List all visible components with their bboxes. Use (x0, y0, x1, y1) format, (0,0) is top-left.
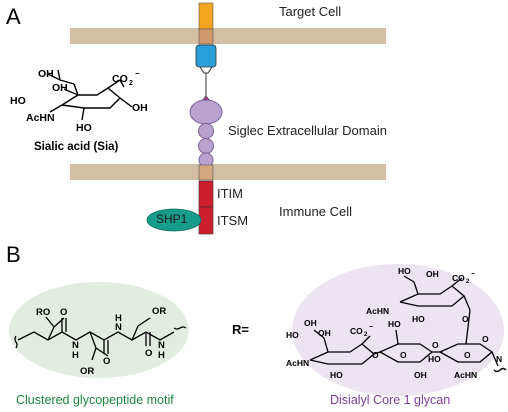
transmembrane-segment (198, 164, 214, 181)
sia-oh-top: OH (38, 68, 54, 80)
gl-ho-2: HO (286, 330, 299, 340)
glycopeptide-background (9, 282, 189, 378)
gl-oh-4: OH (414, 370, 427, 380)
shp1-ellipse (146, 208, 202, 232)
gl-achn-upper: AcHN (366, 306, 389, 316)
gp-n1: N (72, 340, 79, 351)
gl-oh-3: OH (318, 328, 331, 338)
glycan-structure (309, 275, 507, 373)
gp-h1: H (72, 350, 79, 361)
gp-o1: O (60, 307, 67, 318)
gl-co2-lower: CO (350, 326, 363, 336)
sia-achn: AcHN (26, 112, 55, 124)
gl-achn-lower: AcHN (286, 358, 309, 368)
gp-ro-left: RO (36, 307, 50, 318)
gl-ho-upper: HO (412, 314, 425, 324)
gl-o-4: O (464, 350, 471, 360)
gl-ho-5: HO (428, 354, 441, 364)
gl-co2-upper-sub: 2 (466, 279, 470, 285)
panel-b-letter: B (6, 242, 21, 267)
gl-ho-3: HO (388, 319, 401, 329)
gp-o2: O (103, 356, 110, 367)
target-cell-membrane (70, 28, 386, 44)
sia-ho-bottom: HO (76, 122, 92, 134)
sia-oh-anomeric: OH (132, 102, 148, 114)
itsm-label: ITSM (217, 213, 249, 228)
gl-ho-1: HO (398, 266, 411, 276)
target-cell-label: Target Cell (279, 4, 342, 19)
gl-o-2: O (400, 350, 407, 360)
gl-o-3: O (432, 340, 439, 350)
r-equals-label: R= (232, 322, 249, 337)
sia-co2-charge: − (135, 69, 140, 78)
sialic-acid-structure (47, 69, 133, 121)
sia-co2-carbonyl: CO (112, 73, 128, 85)
gl-oh-1: OH (426, 269, 439, 279)
itim-motif (198, 180, 214, 208)
gl-o-upper: O (462, 314, 469, 324)
gp-n3: N (158, 340, 165, 351)
gl-co2-lower-sub: 2 (364, 332, 368, 338)
gp-or-right: OR (152, 306, 166, 317)
gp-h3: H (158, 350, 165, 361)
gp-n2: N (115, 322, 122, 333)
gl-co2-upper: CO (452, 273, 465, 283)
gl-achn-galnac: AcHN (454, 370, 477, 380)
sia-co2-subscript: 2 (129, 80, 133, 87)
gl-ho-4: HO (330, 370, 343, 380)
immune-cell-label: Immune Cell (279, 204, 352, 219)
gl-co2-lower-charge: − (369, 324, 373, 331)
shp1-label: SHP1 (156, 212, 188, 226)
gp-o3: O (145, 348, 152, 359)
gp-h2: H (115, 313, 122, 324)
gl-co2-upper-charge: − (471, 271, 475, 278)
panel-a-letter: A (6, 4, 21, 29)
glycan-background (292, 264, 504, 396)
sia-oh-left: OH (52, 82, 68, 94)
glycan-caption: Disialyl Core 1 glycan (330, 393, 451, 407)
itim-label: ITIM (217, 186, 243, 201)
immune-cell-membrane (70, 164, 386, 180)
gl-o-1: O (372, 350, 379, 360)
glycopeptide-caption: Clustered glycopeptide motif (16, 393, 174, 407)
glycopeptide-structure (14, 316, 187, 361)
sia-ho-left: HO (10, 95, 26, 107)
gl-n: N (496, 354, 502, 364)
target-receptor (195, 2, 217, 96)
siglec-extracellular-domain (189, 99, 223, 168)
siglec-domain-label: Siglec Extracellular Domain (228, 123, 387, 138)
sialic-acid-caption: Sialic acid (Sia) (34, 141, 119, 153)
gl-oh-2: OH (304, 318, 317, 328)
glycopeptide-or-bottom-label: OR (80, 366, 94, 377)
gl-o-5: O (482, 334, 489, 344)
